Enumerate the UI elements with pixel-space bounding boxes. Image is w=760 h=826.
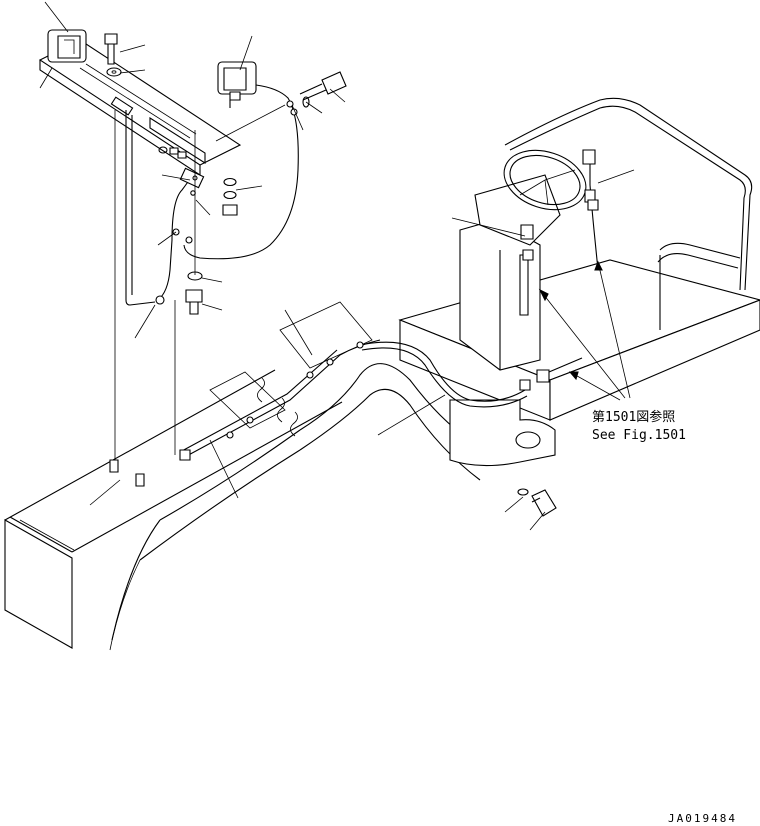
lamp-bracket	[40, 40, 240, 175]
drop-lines	[110, 110, 195, 486]
clamp-bracket-b	[280, 302, 372, 368]
steering-column	[460, 175, 560, 370]
work-lamp-left	[48, 30, 86, 62]
work-lamp-right	[218, 62, 256, 100]
rops-frame	[505, 98, 752, 330]
reference-label-en: See Fig.1501	[592, 428, 686, 443]
operator-deck	[400, 260, 760, 420]
fender-frame	[5, 370, 342, 648]
bolt-top	[105, 34, 117, 64]
leader-lines	[40, 2, 634, 530]
reference-label-jp: 第1501図参照	[592, 409, 675, 425]
clamp-bracket-a	[210, 372, 285, 428]
switch-harness	[360, 150, 598, 407]
bolt-right	[300, 72, 346, 107]
pivot-mount	[450, 400, 555, 466]
lamp-harness	[126, 85, 298, 305]
drawing-code: JA019484	[668, 812, 737, 825]
bracket-bolts	[159, 147, 237, 314]
harness-duct	[110, 364, 480, 650]
washer-top	[107, 68, 121, 76]
duct-harness	[180, 340, 380, 460]
mount-bolt	[518, 489, 556, 516]
